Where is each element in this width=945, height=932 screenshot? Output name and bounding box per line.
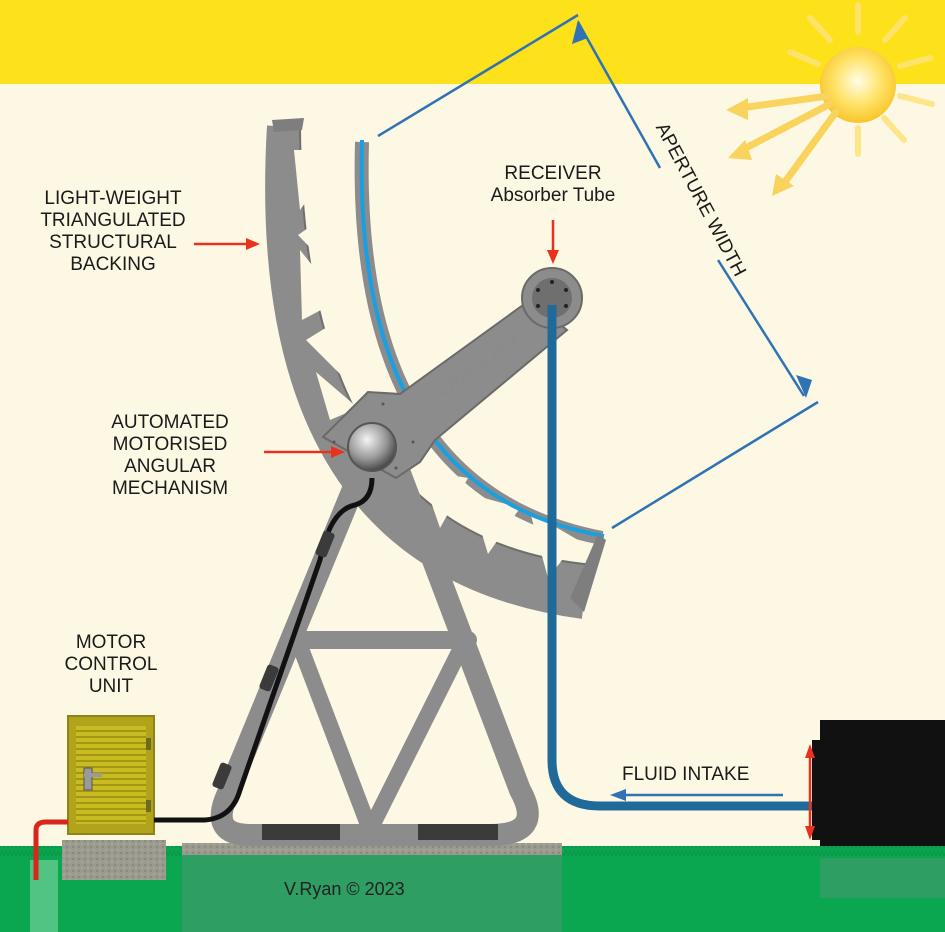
sky-band (0, 0, 945, 84)
label-motor-control-unit: MOTOR CONTROL UNIT (64, 632, 158, 697)
receiver-subtitle: Absorber Tube (490, 185, 616, 206)
tank-base (820, 858, 945, 898)
watermark-bottom: V.Ryan © 2023 (284, 879, 405, 899)
motor-control-unit (67, 715, 155, 835)
label-receiver: RECEIVER Absorber Tube (460, 163, 646, 207)
motor-hub (347, 422, 397, 472)
tank (820, 720, 945, 846)
fluid-pipe (547, 305, 822, 811)
sun-icon (726, 2, 935, 196)
foundation-slab (182, 843, 562, 932)
label-mechanism: AUTOMATED MOTORISED ANGULAR MECHANISM (111, 412, 229, 499)
aperture-dimension (377, 13, 819, 530)
label-fluid-intake: FLUID INTAKE (622, 764, 750, 785)
receiver-title: RECEIVER (504, 163, 602, 184)
label-structural-backing: LIGHT-WEIGHT TRIANGULATED STRUCTURAL BAC… (40, 188, 186, 275)
